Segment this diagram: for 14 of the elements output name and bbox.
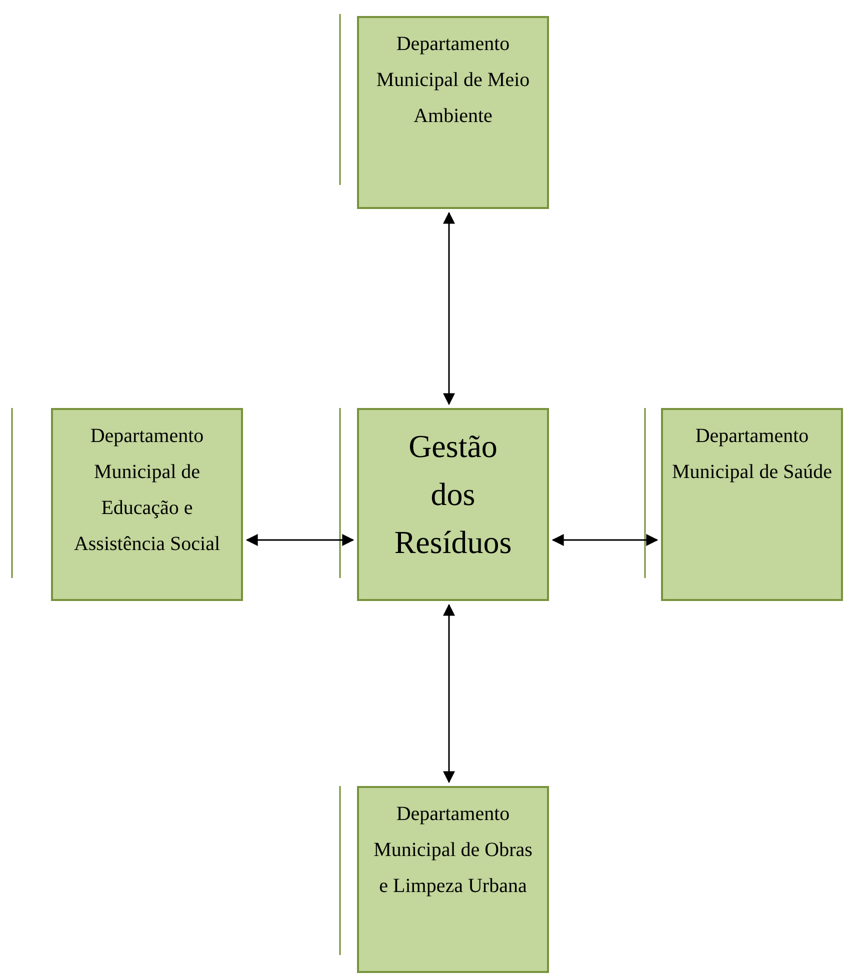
department-box bbox=[357, 786, 549, 973]
box-label: Departamento Municipal de Educação e Assistência Social bbox=[72, 424, 222, 557]
box-label: Gestão dos Resíduos bbox=[393, 427, 513, 562]
double-arrow bbox=[443, 212, 455, 406]
department-box bbox=[357, 16, 549, 209]
double-arrow bbox=[246, 534, 354, 546]
box-label: Departamento Municipal de Obras e Limpeza Urbana bbox=[372, 802, 534, 899]
box-label: Departamento Municipal de Saúde bbox=[671, 424, 833, 485]
department-box bbox=[357, 408, 549, 601]
double-arrow bbox=[552, 534, 658, 546]
department-box bbox=[661, 408, 843, 601]
department-box bbox=[51, 408, 243, 601]
double-arrow bbox=[443, 604, 455, 784]
box-label: Departamento Municipal de Meio Ambiente bbox=[375, 32, 531, 129]
